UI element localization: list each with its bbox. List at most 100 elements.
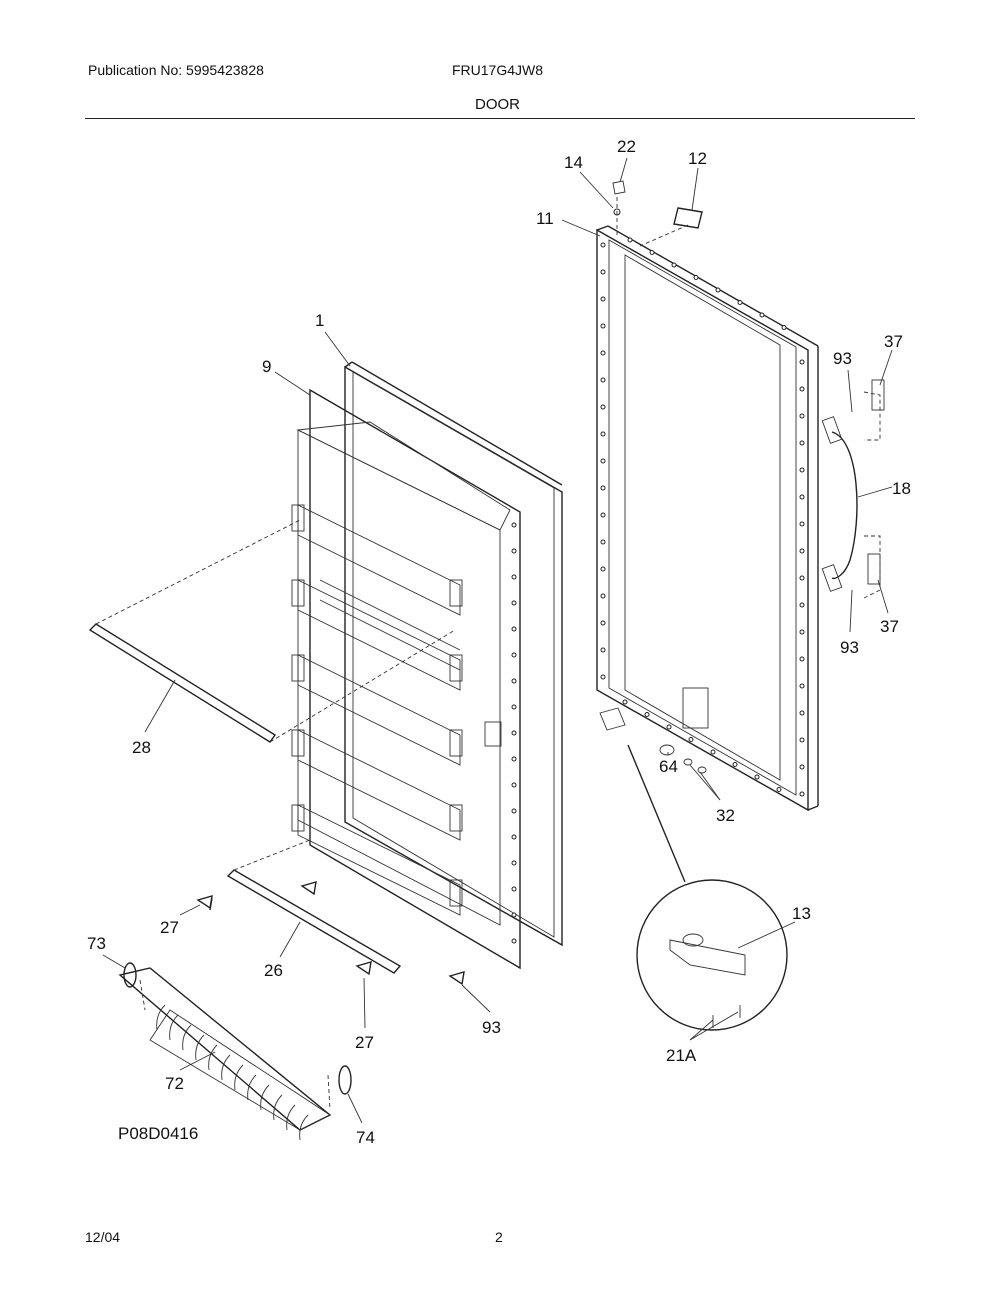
shelf-bar xyxy=(88,519,456,743)
screw-hole xyxy=(600,404,606,410)
screw-hole xyxy=(715,287,721,293)
screw-hole xyxy=(622,699,628,705)
screw-hole xyxy=(511,756,517,762)
door-basket xyxy=(118,962,352,1141)
basket-wire xyxy=(169,1014,179,1041)
screw-hole xyxy=(737,300,743,305)
leader-lines xyxy=(102,157,893,1124)
callout-22: 22 xyxy=(617,137,636,156)
bin-support xyxy=(449,729,463,757)
screw-hole xyxy=(799,791,805,797)
screw-hole xyxy=(710,749,716,755)
screw-hole xyxy=(799,521,805,527)
door-handle xyxy=(821,379,885,599)
callout-18: 18 xyxy=(892,479,911,498)
screw-hole xyxy=(600,485,606,491)
screw-hole xyxy=(799,548,805,554)
door-bin xyxy=(297,504,461,616)
callout-13: 13 xyxy=(792,904,811,923)
callout-72: 72 xyxy=(165,1074,184,1093)
bin-support xyxy=(291,504,305,532)
screw-hole xyxy=(600,269,606,275)
basket-wire xyxy=(195,1034,205,1061)
screw-hole xyxy=(666,724,672,730)
screw-hole xyxy=(799,737,805,743)
callout-9: 9 xyxy=(262,357,271,376)
screw-hole xyxy=(600,242,606,248)
screw-hole xyxy=(511,860,517,866)
callout-74: 74 xyxy=(356,1128,375,1147)
screw-hole xyxy=(781,325,787,330)
screw-hole xyxy=(627,237,633,243)
screw-hole xyxy=(671,262,677,268)
basket-wire xyxy=(221,1054,231,1081)
callout-27-left: 27 xyxy=(160,918,179,937)
header-rule xyxy=(85,118,915,119)
screw-hole xyxy=(600,647,606,653)
screw-hole xyxy=(511,522,517,528)
bottom-rail xyxy=(226,839,402,974)
callout-28: 28 xyxy=(132,738,151,757)
bin-support xyxy=(291,579,305,607)
screw-hole xyxy=(754,774,760,780)
screw-hole xyxy=(759,312,765,318)
screw-hole xyxy=(799,629,805,635)
basket-wire xyxy=(286,1104,296,1131)
screw-hole xyxy=(688,737,694,742)
screw-hole xyxy=(600,431,606,437)
screw-hole xyxy=(511,938,517,944)
screw-hole xyxy=(600,512,606,518)
screw-hole xyxy=(600,620,606,626)
callout-37-bottom: 37 xyxy=(880,617,899,636)
bin-support xyxy=(449,654,463,682)
outer-door-panel xyxy=(596,225,819,812)
door-liner xyxy=(291,388,521,970)
screw-hole xyxy=(600,593,606,599)
screw-hole xyxy=(511,704,517,710)
screw-hole xyxy=(511,808,517,814)
door-bin xyxy=(297,804,461,916)
bin-support xyxy=(449,879,463,907)
screw-hole xyxy=(649,250,655,255)
bin-support xyxy=(291,654,305,682)
callout-1: 1 xyxy=(315,311,324,330)
callout-14: 14 xyxy=(564,153,583,172)
door-gasket xyxy=(344,361,563,947)
basket-wire xyxy=(273,1094,283,1121)
screw-hole xyxy=(799,413,805,419)
publication-number: Publication No: 5995423828 xyxy=(88,62,264,78)
top-small-parts xyxy=(612,180,703,247)
basket-wire xyxy=(182,1024,192,1051)
screw-hole xyxy=(511,600,517,606)
screw-hole xyxy=(511,912,517,918)
screw-hole xyxy=(693,275,699,280)
basket-wire xyxy=(299,1114,309,1141)
callout-37-top: 37 xyxy=(884,332,903,351)
screw-hole xyxy=(732,762,738,767)
bin-support xyxy=(449,579,463,607)
screw-hole xyxy=(511,652,517,658)
screws xyxy=(196,881,465,986)
screw-hole xyxy=(600,377,606,383)
screw-hole xyxy=(799,494,805,500)
section-title: DOOR xyxy=(475,96,520,113)
basket-wire xyxy=(247,1074,257,1101)
screw-hole xyxy=(600,350,606,356)
screw-hole xyxy=(511,548,517,554)
footer-date: 12/04 xyxy=(85,1229,121,1245)
screw-hole xyxy=(511,678,517,684)
callout-93-handle: 93 xyxy=(840,638,859,657)
screw-hole xyxy=(799,359,805,365)
callout-21a: 21A xyxy=(666,1046,697,1065)
callout-11: 11 xyxy=(536,209,554,228)
screw-hole xyxy=(799,602,805,608)
door-bin xyxy=(297,579,461,691)
screw-hole xyxy=(511,626,517,632)
screw-hole xyxy=(644,712,650,717)
screw-hole xyxy=(600,323,606,329)
screw-hole xyxy=(799,386,805,392)
screw-hole xyxy=(600,674,606,680)
screw-hole xyxy=(511,782,517,788)
screw-hole xyxy=(776,787,782,792)
